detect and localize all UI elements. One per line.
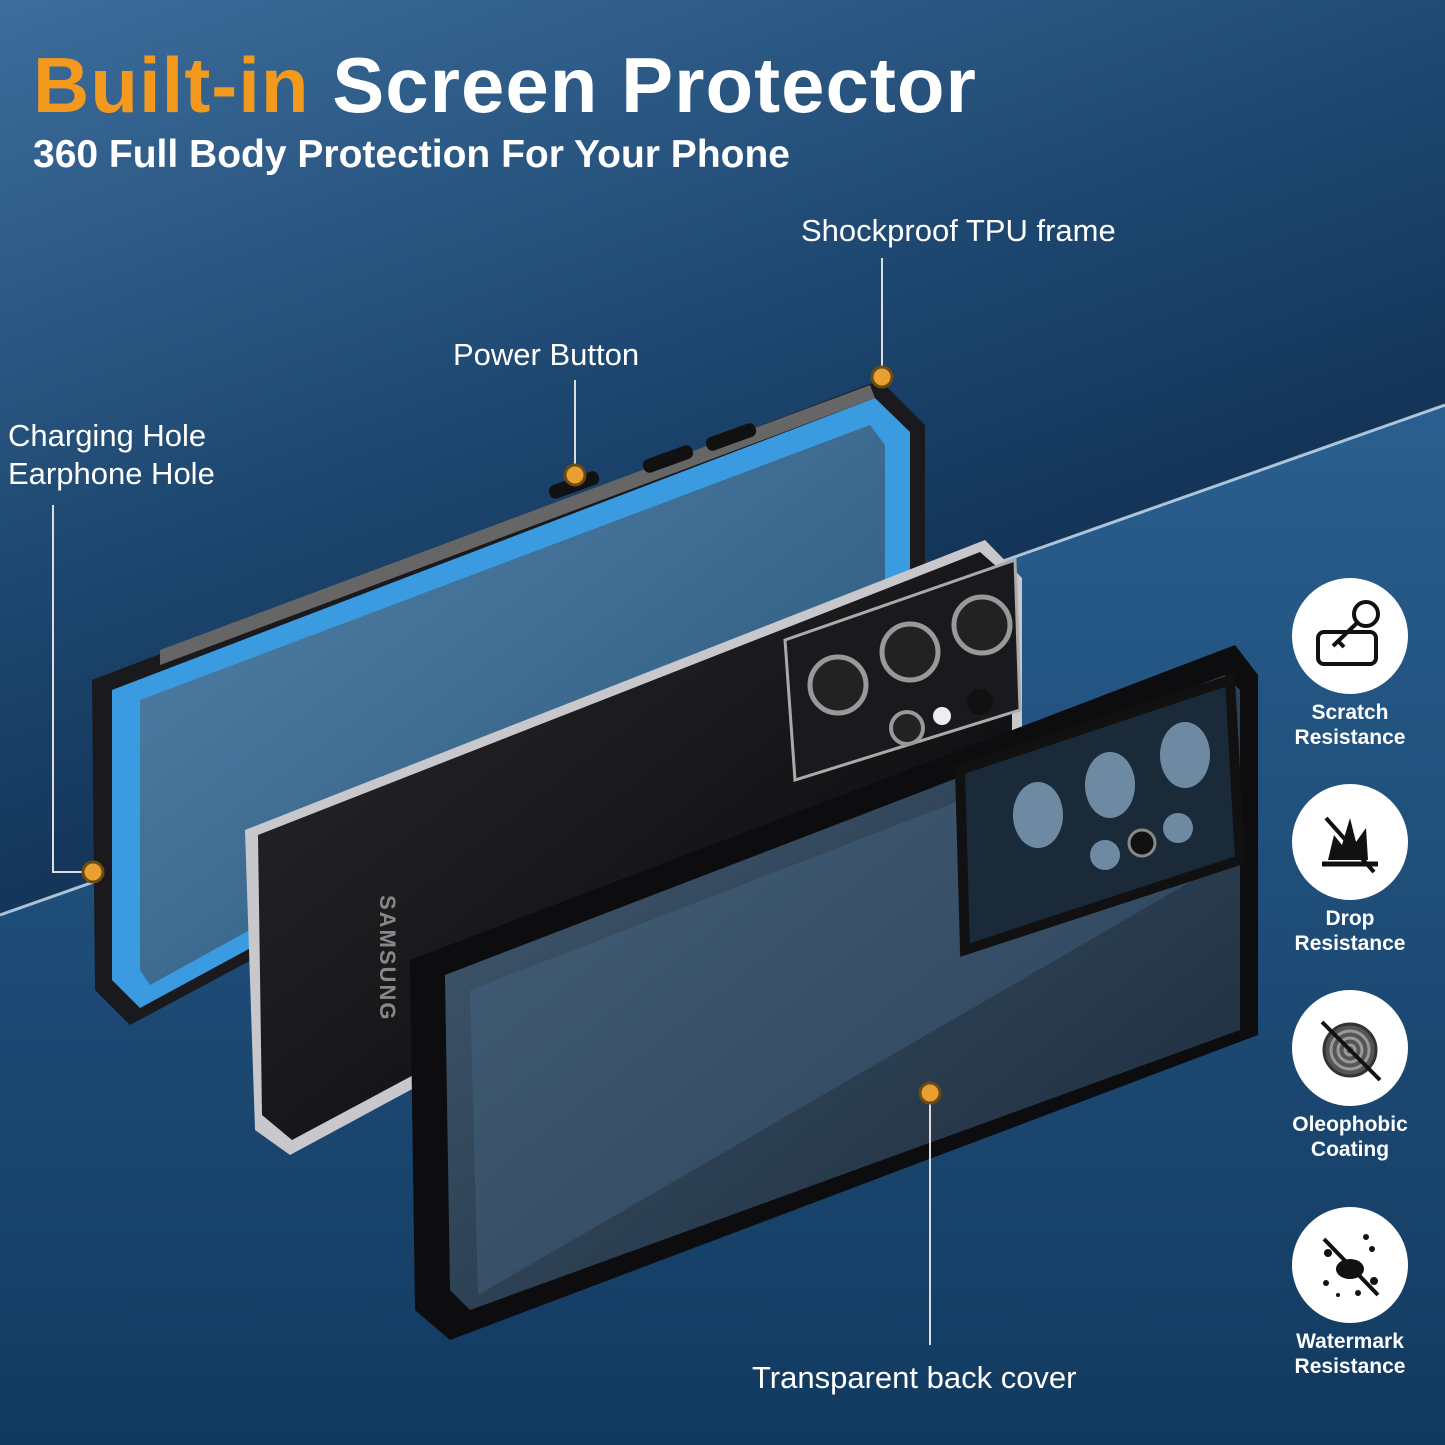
drop-impact-icon	[1292, 784, 1408, 900]
water-splash-icon	[1292, 1207, 1408, 1323]
tpu-frame-dot	[870, 365, 894, 389]
callout-charging-hole: Charging Hole	[8, 418, 207, 453]
feature-label: Coating	[1310, 1138, 1390, 1161]
feature-label: Resistance	[1294, 932, 1406, 955]
feature-label: Resistance	[1294, 1355, 1406, 1378]
charging-hole-dot	[81, 860, 105, 884]
feature-label: Drop	[1325, 907, 1375, 930]
callout-earphone-hole: Earphone Hole	[8, 456, 215, 491]
feature-scratch-resistance: Scratch Resistance	[1275, 578, 1425, 750]
callout-back-cover: Transparent back cover	[752, 1360, 1077, 1395]
callout-lines	[52, 258, 931, 1345]
page-title: Built-in Screen Protector	[33, 40, 977, 131]
phone-brand-logo: SAMSUNG	[375, 895, 400, 1021]
callout-dots	[81, 365, 942, 1105]
feature-label: Watermark	[1296, 1330, 1404, 1353]
callout-tpu-frame: Shockproof TPU frame	[801, 213, 1116, 248]
back-cover-dot	[918, 1081, 942, 1105]
feature-oleophobic-coating: Oleophobic Coating	[1275, 990, 1425, 1162]
feature-label: Oleophobic	[1292, 1113, 1408, 1136]
power-button-dot	[563, 463, 587, 487]
title-accent: Built-in	[33, 41, 310, 129]
callout-power-button: Power Button	[453, 337, 640, 372]
feature-watermark-resistance: Watermark Resistance	[1275, 1207, 1425, 1379]
feature-label: Scratch	[1311, 701, 1389, 724]
feature-label: Resistance	[1294, 726, 1406, 749]
fingerprint-icon	[1292, 990, 1408, 1106]
feature-drop-resistance: Drop Resistance	[1275, 784, 1425, 956]
key-scratch-icon	[1292, 578, 1408, 694]
transparent-back-cover	[410, 645, 1258, 1340]
subtitle: 360 Full Body Protection For Your Phone	[33, 133, 790, 176]
title-rest: Screen Protector	[332, 41, 977, 129]
